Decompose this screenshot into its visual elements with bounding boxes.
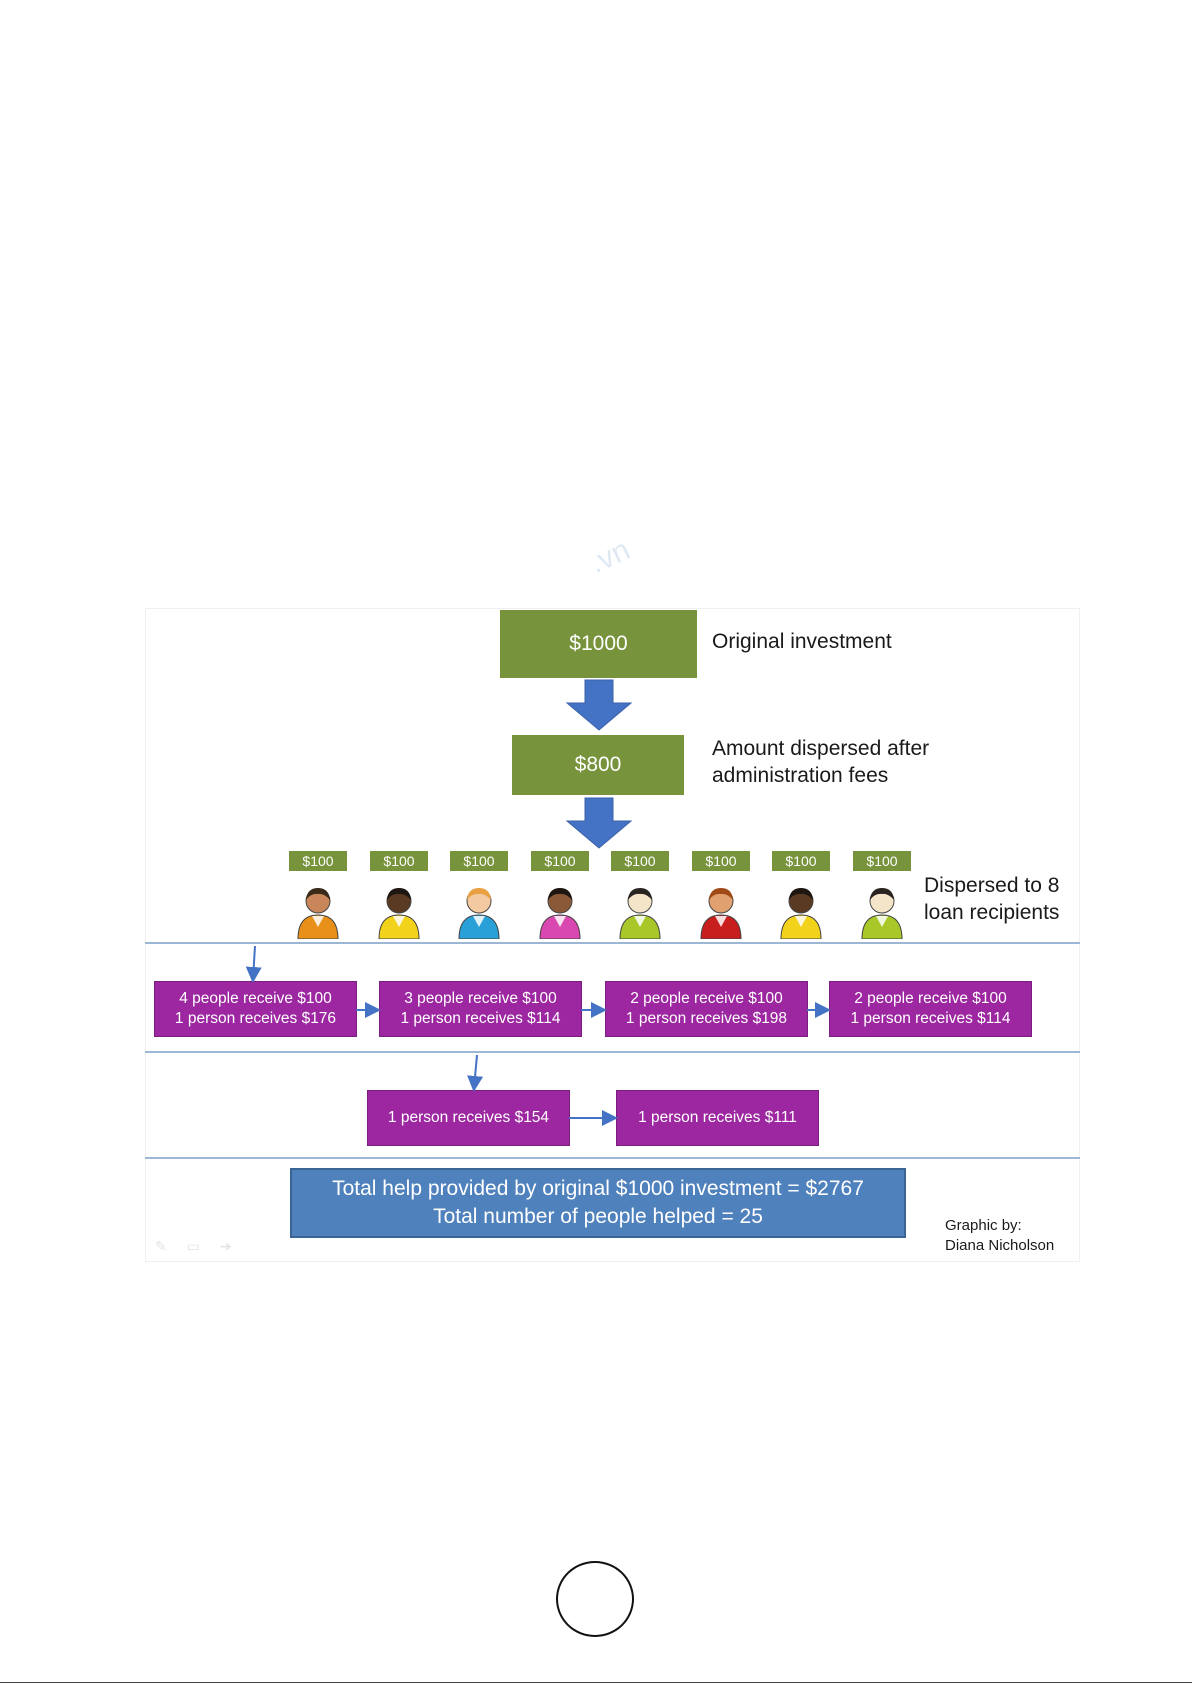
person-icon bbox=[539, 888, 581, 939]
recipients-label: Dispersed to 8 loan recipients bbox=[924, 872, 1059, 926]
repayment-line: 1 person receives $111 bbox=[638, 1109, 797, 1126]
person-icon bbox=[619, 888, 661, 939]
repayment-line1: 2 people receive $100 bbox=[854, 990, 1007, 1007]
divider-line bbox=[145, 1051, 1080, 1053]
dispersed-box: $800 bbox=[512, 735, 684, 795]
person-icon bbox=[378, 888, 420, 939]
total-line2: Total number of people helped = 25 bbox=[433, 1205, 763, 1228]
dispersed-value: $800 bbox=[574, 753, 622, 776]
recipients-label-line2: loan recipients bbox=[924, 901, 1060, 924]
total-line1: Total help provided by original $1000 in… bbox=[332, 1177, 864, 1200]
amount-tag: $100 bbox=[450, 851, 508, 871]
watermark-logo: .vn bbox=[584, 533, 635, 580]
person-icon bbox=[780, 888, 822, 939]
arrow-down-icon bbox=[245, 945, 262, 983]
recipients-label-line1: Dispersed to 8 bbox=[924, 874, 1060, 897]
page-bottom-rule bbox=[0, 1682, 1192, 1683]
repayment-line2: 1 person receives $198 bbox=[625, 1010, 788, 1027]
page-number-circle bbox=[556, 1561, 634, 1637]
amount-tag: $100 bbox=[692, 851, 750, 871]
investment-value: $1000 bbox=[569, 632, 628, 655]
amount-tag: $100 bbox=[289, 851, 347, 871]
microloan-diagram: $1000 Original investment $800 Amount di… bbox=[145, 608, 1080, 1262]
graphic-credit: Graphic by: Diana Nicholson bbox=[945, 1216, 1054, 1256]
divider-line bbox=[145, 1157, 1080, 1159]
repayment-line2: 1 person receives $176 bbox=[174, 1010, 337, 1027]
credit-line2: Diana Nicholson bbox=[945, 1237, 1055, 1254]
amount-tag: $100 bbox=[611, 851, 669, 871]
repayment-line2: 1 person receives $114 bbox=[400, 1010, 561, 1027]
repayment-line: 1 person receives $154 bbox=[387, 1109, 550, 1126]
repayment-line1: 2 people receive $100 bbox=[630, 990, 783, 1007]
repayment-box: 4 people receive $100 1 person receives … bbox=[154, 981, 357, 1037]
repayment-box: 2 people receive $100 1 person receives … bbox=[605, 981, 808, 1037]
person-icon bbox=[700, 888, 742, 939]
repayment-box: 1 person receives $111 bbox=[616, 1090, 819, 1146]
repayment-line1: 4 people receive $100 bbox=[179, 990, 332, 1007]
repayment-line1: 3 people receive $100 bbox=[404, 990, 557, 1007]
dispersed-label-line2: administration fees bbox=[712, 764, 889, 787]
total-box: Total help provided by original $1000 in… bbox=[290, 1168, 906, 1238]
dispersed-label-line1: Amount dispersed after bbox=[712, 737, 930, 760]
amount-tag: $100 bbox=[370, 851, 428, 871]
investment-label: Original investment bbox=[712, 630, 892, 653]
amount-tag: $100 bbox=[531, 851, 589, 871]
repayment-box: 1 person receives $154 bbox=[367, 1090, 570, 1146]
arrows-overlay bbox=[245, 679, 831, 1126]
slide-controls-icon: ✎ ▭ ➔ bbox=[155, 1238, 240, 1254]
amount-tag: $100 bbox=[853, 851, 911, 871]
investment-box: $1000 bbox=[500, 610, 697, 678]
repayment-box: 3 people receive $100 1 person receives … bbox=[379, 981, 582, 1037]
repayment-line2: 1 person receives $114 bbox=[850, 1010, 1011, 1027]
person-icon bbox=[458, 888, 500, 939]
block-arrow-down-icon bbox=[565, 679, 633, 731]
dispersed-label: Amount dispersed after administration fe… bbox=[712, 735, 929, 789]
credit-line1: Graphic by: bbox=[945, 1217, 1022, 1234]
arrow-down-icon bbox=[467, 1054, 484, 1092]
block-arrow-down-icon bbox=[565, 797, 633, 849]
person-icon bbox=[861, 888, 903, 939]
divider-line bbox=[145, 942, 1080, 944]
person-icon bbox=[297, 888, 339, 939]
repayment-box: 2 people receive $100 1 person receives … bbox=[829, 981, 1032, 1037]
amount-tag: $100 bbox=[772, 851, 830, 871]
